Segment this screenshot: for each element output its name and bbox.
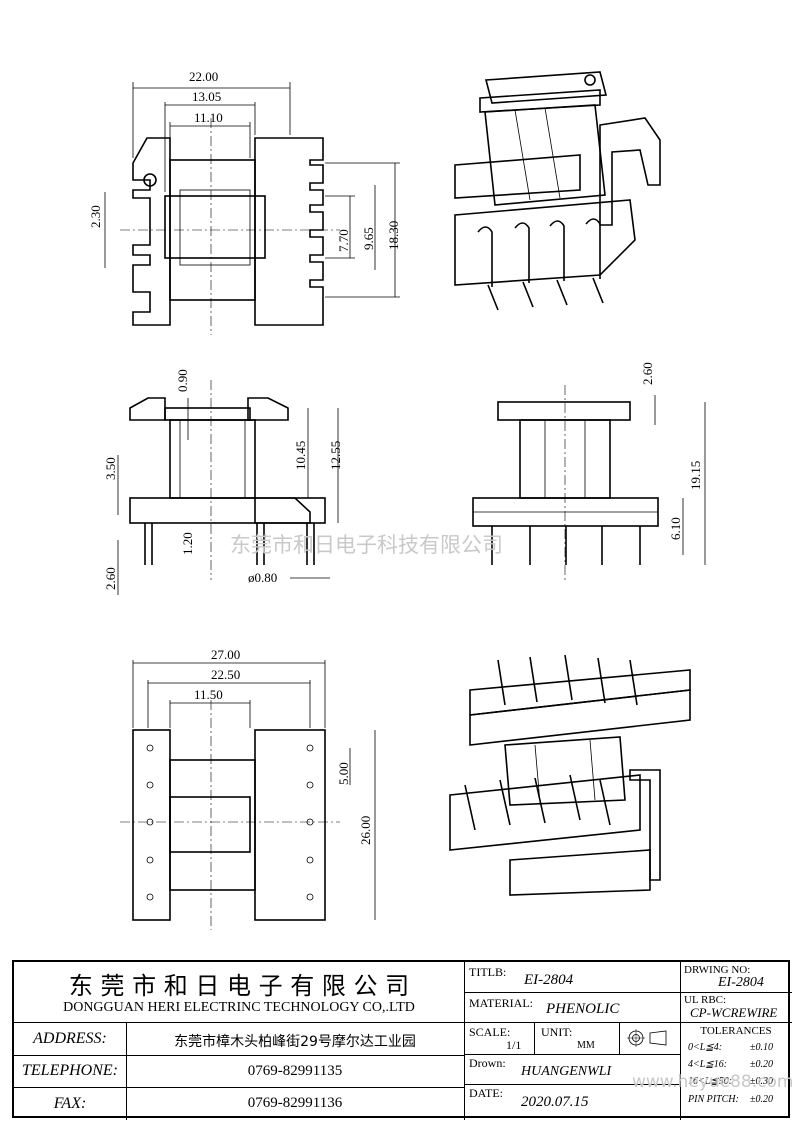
tol-row-range: 16<L≦50: (688, 1076, 733, 1087)
dim-18-30: 18.30 (386, 221, 401, 250)
inner-window (179, 189, 251, 266)
tol-row-range: PIN PITCH: (688, 1094, 739, 1105)
address-label: ADDRESS: (33, 1030, 107, 1047)
unit-value: MM (577, 1040, 595, 1051)
drawn-label: Drown: (469, 1056, 506, 1070)
ul-label: UL RBC: (684, 994, 727, 1006)
dim-11: 11.10 (194, 110, 223, 125)
dim-27: 27.00 (211, 647, 240, 662)
dim-19-15: 19.15 (688, 461, 703, 490)
technical-drawing: 22.00 13.05 11.10 2.30 7.70 9.65 18.30 (88, 69, 706, 930)
telephone-label: TELEPHONE: (22, 1062, 118, 1079)
left-flange (132, 137, 171, 326)
tol-row-value: ±0.20 (750, 1094, 773, 1105)
side-view-right: 2.60 19.15 6.10 (472, 362, 706, 580)
watermark-url: www.heyue88.com (632, 1072, 794, 1092)
tolerances-label: TOLERANCES (700, 1025, 772, 1037)
dim-2-60-top: 2.60 (640, 362, 655, 385)
company-name-cn: 东 莞 市 和 日 电 子 有 限 公 司 (68, 972, 410, 1000)
title-block: 东 莞 市 和 日 电 子 有 限 公 司 DONGGUAN HERI ELEC… (12, 960, 794, 1120)
date-value: 2020.07.15 (521, 1094, 589, 1110)
dim-11-50: 11.50 (194, 687, 223, 702)
iso-view-bottom (449, 654, 691, 896)
dim-7-70: 7.70 (336, 229, 351, 252)
title-label: TITLB: (469, 965, 507, 979)
dim-3-50: 3.50 (103, 457, 118, 480)
date-label: DATE: (469, 1086, 503, 1100)
tol-row-range: 0<L≦4: (688, 1042, 723, 1053)
dim-9-65: 9.65 (361, 227, 376, 250)
telephone-value: 0769-82991135 (247, 1063, 343, 1079)
fax-value: 0769-82991136 (247, 1095, 343, 1111)
title-value: EI-2804 (524, 972, 574, 988)
material-label: MATERIAL: (469, 996, 533, 1010)
drawing-no-value: EI-2804 (718, 975, 764, 990)
dim-1-20: 1.20 (180, 532, 195, 555)
dim-22-50: 22.50 (211, 667, 240, 682)
projection-symbol-icon (626, 1029, 672, 1047)
tol-row-value: ±0.20 (750, 1059, 773, 1070)
dim-2-60-pin: 2.60 (103, 567, 118, 590)
dim-pin-dia: ø0.80 (248, 570, 277, 585)
tol-row-value: ±0.30 (750, 1076, 773, 1087)
company-name-en: DONGGUAN HERI ELECTRINC TECHNOLOGY CO,.L… (63, 1000, 415, 1015)
dim-26-00: 26.00 (358, 816, 373, 845)
mount-hole (143, 173, 157, 187)
top-view: 22.00 13.05 11.10 2.30 7.70 9.65 18.30 (88, 69, 401, 335)
unit-label: UNIT: (541, 1025, 573, 1039)
dim-0-90: 0.90 (175, 369, 190, 392)
dim-5-00: 5.00 (336, 762, 351, 785)
ul-value: CP-WCREWIRE (690, 1005, 778, 1020)
scale-label: SCALE: (469, 1025, 511, 1039)
side-view-left: 0.90 3.50 10.45 12.55 1.20 2.60 ø0.80 (103, 369, 343, 595)
core-window (164, 195, 266, 259)
drawing-no-label: DRWING NO: (684, 964, 751, 976)
drawn-value: HUANGENWLI (521, 1064, 612, 1079)
dim-13: 13.05 (192, 89, 221, 104)
dim-12-55: 12.55 (328, 441, 343, 470)
bottom-view: 27.00 22.50 11.50 5.00 26.00 (120, 647, 376, 930)
scale-value: 1/1 (506, 1038, 522, 1052)
fax-label: FAX: (53, 1095, 87, 1112)
material-value: PHENOLIC (546, 1001, 620, 1017)
dim-6-10: 6.10 (668, 517, 683, 540)
address-value: 东莞市樟木头柏峰街29号摩尔达工业园 (174, 1034, 416, 1050)
dim-10-45: 10.45 (293, 441, 308, 470)
watermark-cn: 东莞市和日电子科技有限公司 (230, 533, 503, 557)
dim-22: 22.00 (189, 69, 218, 84)
iso-view-top (454, 71, 661, 311)
dim-2-30: 2.30 (88, 205, 103, 228)
tol-row-value: ±0.10 (750, 1042, 773, 1053)
tol-row-range: 4<L≦16: (688, 1059, 728, 1070)
